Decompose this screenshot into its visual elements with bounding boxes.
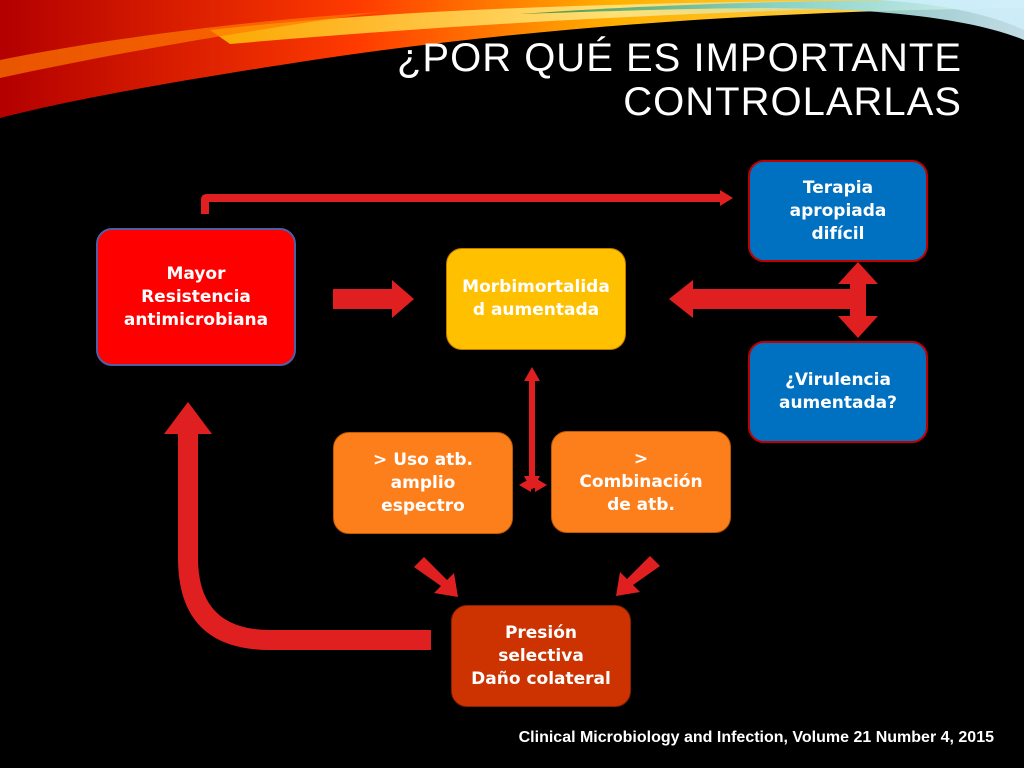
slide-title-line-1: ¿POR QUÉ ES IMPORTANTE	[396, 36, 962, 80]
decorative-swoosh	[0, 0, 1024, 118]
arrow-terapia-virulencia	[838, 262, 878, 338]
node-mayor-resistencia: Mayor Resistencia antimicrobiana	[96, 228, 296, 366]
node-morbimortalidad: Morbimortalida d aumentada	[446, 248, 626, 350]
arrow-uso-combinacion	[519, 478, 547, 492]
arrow-presion-to-resistencia	[164, 402, 431, 650]
arrow-combinacion-to-presion	[616, 556, 660, 596]
citation: Clinical Microbiology and Infection, Vol…	[518, 729, 994, 746]
arrow-resistencia-to-terapia	[201, 190, 733, 214]
node-terapia-dificil: Terapia apropiada difícil	[748, 160, 928, 262]
node-presion-selectiva: Presión selectiva Daño colateral	[451, 605, 631, 707]
arrow-morbimortalidad-vertical	[524, 367, 540, 490]
slide-title-line-2: CONTROLARLAS	[623, 80, 962, 124]
node-uso-atb: > Uso atb. amplio espectro	[333, 432, 513, 534]
arrow-resistencia-to-morbimortalidad	[333, 280, 414, 318]
arrow-blue-to-morbimortalidad	[669, 280, 858, 318]
node-virulencia: ¿Virulencia aumentada?	[748, 341, 928, 443]
node-combinacion-atb: > Combinación de atb.	[551, 431, 731, 533]
arrow-uso-to-presion	[414, 557, 458, 597]
